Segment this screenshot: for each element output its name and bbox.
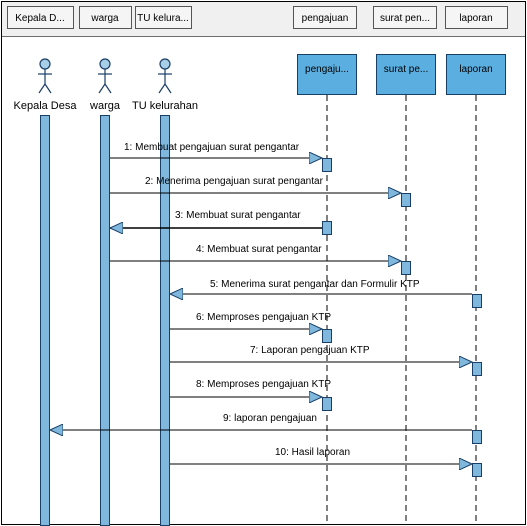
actor-label: warga xyxy=(89,100,121,112)
activation-box xyxy=(401,193,411,207)
stick-figure-icon xyxy=(158,58,172,94)
header-tab-label: surat pen... xyxy=(380,13,430,24)
message-label-9: 9: laporan pengajuan xyxy=(223,413,317,424)
activation-box xyxy=(401,261,411,275)
activation-box xyxy=(322,158,332,172)
activation-bar-kepala-desa xyxy=(40,115,50,526)
activation-box xyxy=(472,362,482,376)
header-tab-tu-kelurahan[interactable]: TU kelura... xyxy=(135,6,192,29)
object-label: laporan xyxy=(459,64,492,75)
header-tab-label: Kepala D... xyxy=(15,13,64,24)
object-activations xyxy=(322,158,482,477)
message-label-4: 4: Membuat surat pengantar xyxy=(196,244,322,255)
actor-kepala-desa: Kepala Desa xyxy=(14,58,78,112)
header-tab-label: laporan xyxy=(459,13,492,24)
actor-label: Kepala Desa xyxy=(14,100,78,112)
message-label-8: 8: Memproses pengajuan KTP xyxy=(196,379,331,390)
header-tab-label: pengajuan xyxy=(302,13,349,24)
header-tab-label: TU kelura... xyxy=(137,13,189,24)
activation-box xyxy=(472,294,482,308)
stick-figure-icon xyxy=(98,58,112,94)
activation-box xyxy=(472,430,482,444)
activation-box xyxy=(322,397,332,411)
header-tab-label: warga xyxy=(90,13,119,24)
message-label-3: 3: Membuat surat pengantar xyxy=(175,210,301,221)
activation-box xyxy=(472,463,482,477)
activation-box xyxy=(322,221,332,235)
header-tab-laporan[interactable]: laporan xyxy=(445,6,508,29)
actor-tu-kelurahan: TU kelurahan xyxy=(132,58,198,112)
actor-warga: warga xyxy=(89,58,121,112)
stick-figure-icon xyxy=(38,58,52,94)
header-tab-surat-pengantar[interactable]: surat pen... xyxy=(373,6,437,29)
activation-box xyxy=(322,329,332,343)
object-label: surat pe... xyxy=(384,64,428,75)
message-label-7: 7: Laporan pengajuan KTP xyxy=(250,345,370,356)
object-pengajuan[interactable]: pengaju... xyxy=(297,54,357,95)
message-label-10: 10: Hasil laporan xyxy=(275,447,350,458)
object-label: pengaju... xyxy=(305,64,349,75)
activation-bar-warga xyxy=(100,115,110,526)
message-label-6: 6: Memproses pengajuan KTP xyxy=(196,312,331,323)
message-label-2: 2: Menerima pengajuan surat pengantar xyxy=(145,176,324,187)
object-laporan[interactable]: laporan xyxy=(446,54,506,95)
header-tab-kepala-desa[interactable]: Kepala D... xyxy=(7,6,74,29)
header-tab-pengajuan[interactable]: pengajuan xyxy=(293,6,357,29)
header-tab-warga[interactable]: warga xyxy=(79,6,132,29)
message-label-5: 5: Menerima surat pengantar dan Formulir… xyxy=(210,279,420,290)
message-label-1: 1: Membuat pengajuan surat pengantar xyxy=(124,142,300,153)
object-surat-pengantar[interactable]: surat pe... xyxy=(376,54,436,95)
actor-label: TU kelurahan xyxy=(132,100,198,112)
